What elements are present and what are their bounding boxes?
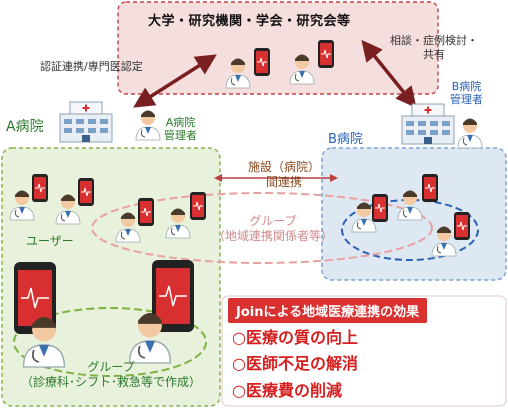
user-label: ユーザー — [26, 234, 74, 248]
group-line-1: グループ — [87, 360, 135, 374]
manager-b-line-2: 管理者 — [450, 93, 483, 106]
b-phone-2 — [421, 173, 439, 203]
effect-item-2: ○医師不足の解消 — [232, 354, 358, 373]
consult-line-2: 共有 — [423, 48, 445, 61]
hospital-a-group-ellipse — [13, 307, 207, 377]
consult-line-1: 相談・症例検討・ — [390, 34, 478, 47]
b-phone-1 — [371, 193, 389, 223]
regional-group-ellipse — [91, 192, 433, 264]
b-phone-3 — [453, 211, 471, 241]
manager-b-line-1: B病院 — [451, 80, 482, 93]
manager-a-label: A病院 管理者 — [164, 116, 197, 142]
facility-link-label: 施設（病院） 間連携 — [238, 160, 330, 190]
top-phone-1 — [253, 47, 271, 77]
group-phone-large-2 — [152, 260, 194, 332]
hospital-b-title: B病院 — [328, 132, 363, 147]
arrow-b-to-top — [361, 39, 417, 109]
regional-phone-1 — [137, 197, 155, 227]
group-line-2: （診療科･シフト･救急等で作成） — [20, 375, 201, 389]
consult-label: 相談・症例検討・ 共有 — [390, 34, 478, 62]
effects-box — [221, 295, 507, 407]
regional-line-2: （地域連携関係者等） — [212, 229, 333, 243]
top-box-title: 大学・研究機関・学会・研究会等 — [148, 14, 351, 29]
manager-a-line-2: 管理者 — [164, 129, 197, 142]
facility-line-1: 施設（病院） — [247, 160, 320, 174]
effect-item-3: ○医療費の削減 — [232, 381, 342, 400]
regional-group-label: グループ （地域連携関係者等） — [196, 214, 350, 244]
user-a-phone-1 — [31, 173, 49, 203]
manager-a-line-1: A病院 — [165, 116, 196, 129]
hospital-a-building — [59, 101, 113, 143]
top-phone-2 — [317, 39, 335, 69]
auth-label: 認証連携/専門医認定 — [40, 60, 143, 73]
group-phone-large-1 — [14, 262, 56, 334]
hospital-b-building — [401, 103, 455, 145]
manager-b-label: B病院 管理者 — [450, 80, 483, 106]
hospital-a-area — [1, 147, 221, 407]
hospital-a-title: A病院 — [6, 119, 44, 135]
user-a-phone-2 — [77, 177, 95, 207]
group-label: グループ （診療科･シフト･救急等で作成） — [4, 360, 218, 390]
effect-item-1: ○医療の質の向上 — [232, 328, 358, 347]
manager-a-figure — [135, 110, 161, 141]
regional-line-1: グループ — [249, 214, 297, 228]
manager-b-figure — [457, 118, 483, 149]
hospital-b-group-ellipse — [341, 199, 479, 261]
arrow-a-to-top — [133, 54, 217, 108]
facility-line-2: 間連携 — [265, 175, 302, 189]
effects-heading: Joinによる地域医療連携の効果 — [228, 298, 428, 323]
